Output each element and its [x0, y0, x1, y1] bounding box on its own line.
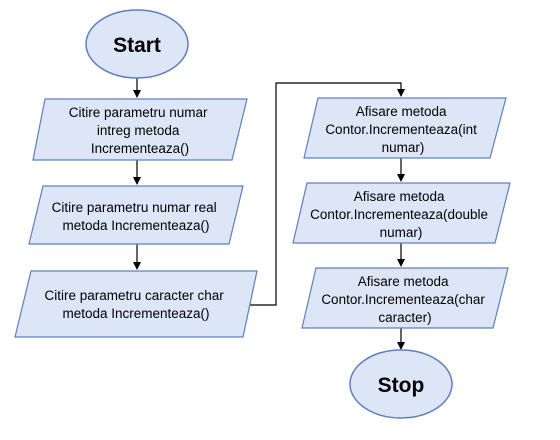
show-double-shape — [292, 182, 511, 244]
show-int-node: Afisare metoda Contor.Incrementeaza(int … — [303, 97, 507, 159]
show-char-line-1: Afisare metoda — [358, 274, 449, 289]
stop-ellipse — [349, 349, 453, 419]
show-double-line-3: numar) — [380, 225, 423, 240]
show-double-node: Afisare metoda Contor.Incrementeaza(doub… — [292, 182, 511, 244]
start-ellipse — [85, 9, 189, 79]
read-char-shape — [14, 270, 258, 338]
svg-text:Citire parametru numar real: Citire parametru numar real metoda Incre… — [52, 200, 221, 233]
show-char-line-2: Contor.Incrementeaza(char — [321, 292, 485, 307]
svg-text:Afisare metoda Contor.In: Afisare metoda Contor.Incrementeaza(doub… — [310, 189, 492, 240]
show-char-node: Afisare metoda Contor.Incrementeaza(char… — [301, 267, 509, 329]
svg-text:Citire parametru numar i: Citire parametru numar intreg metoda Inc… — [69, 105, 212, 156]
read-real-shape — [28, 185, 244, 245]
read-char-line-2: metoda Incrementeaza() — [62, 306, 209, 321]
read-int-shape — [32, 98, 248, 161]
read-int-line-3: Incrementeaza() — [91, 141, 189, 156]
svg-text:Afisare metoda Contor.In: Afisare metoda Contor.Incrementeaza(int … — [325, 104, 480, 155]
read-int-line-2: intreg metoda — [97, 123, 180, 138]
stop-node: Stop — [349, 349, 453, 419]
show-double-line-1: Afisare metoda — [354, 189, 445, 204]
arrow-read-char-to-show-int — [245, 82, 405, 306]
read-real-line-2: metoda Incrementeaza() — [62, 218, 209, 233]
show-double-line-2: Contor.Incrementeaza(double — [310, 207, 488, 222]
show-char-line-3: caracter) — [378, 310, 431, 325]
show-int-line-1: Afisare metoda — [356, 104, 447, 119]
start-node: Start — [85, 9, 189, 79]
svg-text:Afisare metoda Contor.In: Afisare metoda Contor.Incrementeaza(char… — [321, 274, 488, 325]
connectors — [133, 78, 405, 350]
svg-text:Citire parametru caracter char: Citire parametru caracter char metoda In… — [44, 288, 227, 321]
stop-label: Stop — [378, 374, 425, 397]
show-int-line-2: Contor.Incrementeaza(int — [325, 122, 477, 137]
show-char-shape — [301, 267, 509, 329]
read-char-line-1: Citire parametru caracter char — [44, 288, 224, 303]
read-real-node: Citire parametru numar real metoda Incre… — [28, 185, 244, 245]
read-real-line-1: Citire parametru numar real — [52, 200, 217, 215]
read-int-line-1: Citire parametru numar — [69, 105, 208, 120]
show-int-shape — [303, 97, 507, 159]
read-int-node: Citire parametru numar intreg metoda Inc… — [32, 98, 248, 161]
start-label: Start — [113, 34, 161, 57]
read-char-node: Citire parametru caracter char metoda In… — [14, 270, 258, 338]
show-int-line-3: numar) — [382, 140, 425, 155]
